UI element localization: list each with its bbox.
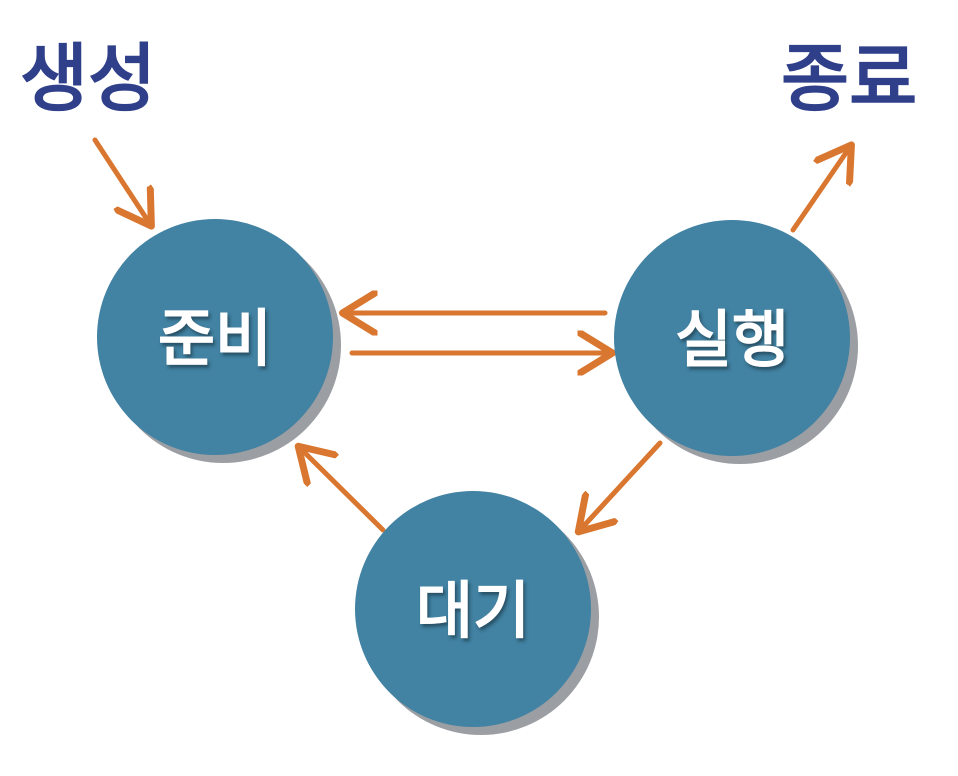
state-running-circle [614, 220, 850, 456]
terminate-label: 종료 [781, 36, 917, 122]
arrow-waiting-to-ready [300, 448, 386, 533]
state-waiting-label: 대기 [416, 574, 530, 647]
state-running-label: 실행 [675, 303, 789, 376]
state-ready-circle [97, 219, 333, 455]
state-ready: 준비 [97, 219, 341, 463]
arrow-running-to-terminate [790, 147, 850, 233]
state-waiting: 대기 [355, 491, 599, 735]
state-waiting-circle [355, 491, 591, 727]
arrow-running-to-waiting [580, 440, 663, 530]
arrow-create-to-ready [92, 137, 150, 224]
create-label: 생성 [20, 36, 156, 122]
state-ready-label: 준비 [158, 302, 272, 375]
state-running: 실행 [614, 220, 858, 464]
